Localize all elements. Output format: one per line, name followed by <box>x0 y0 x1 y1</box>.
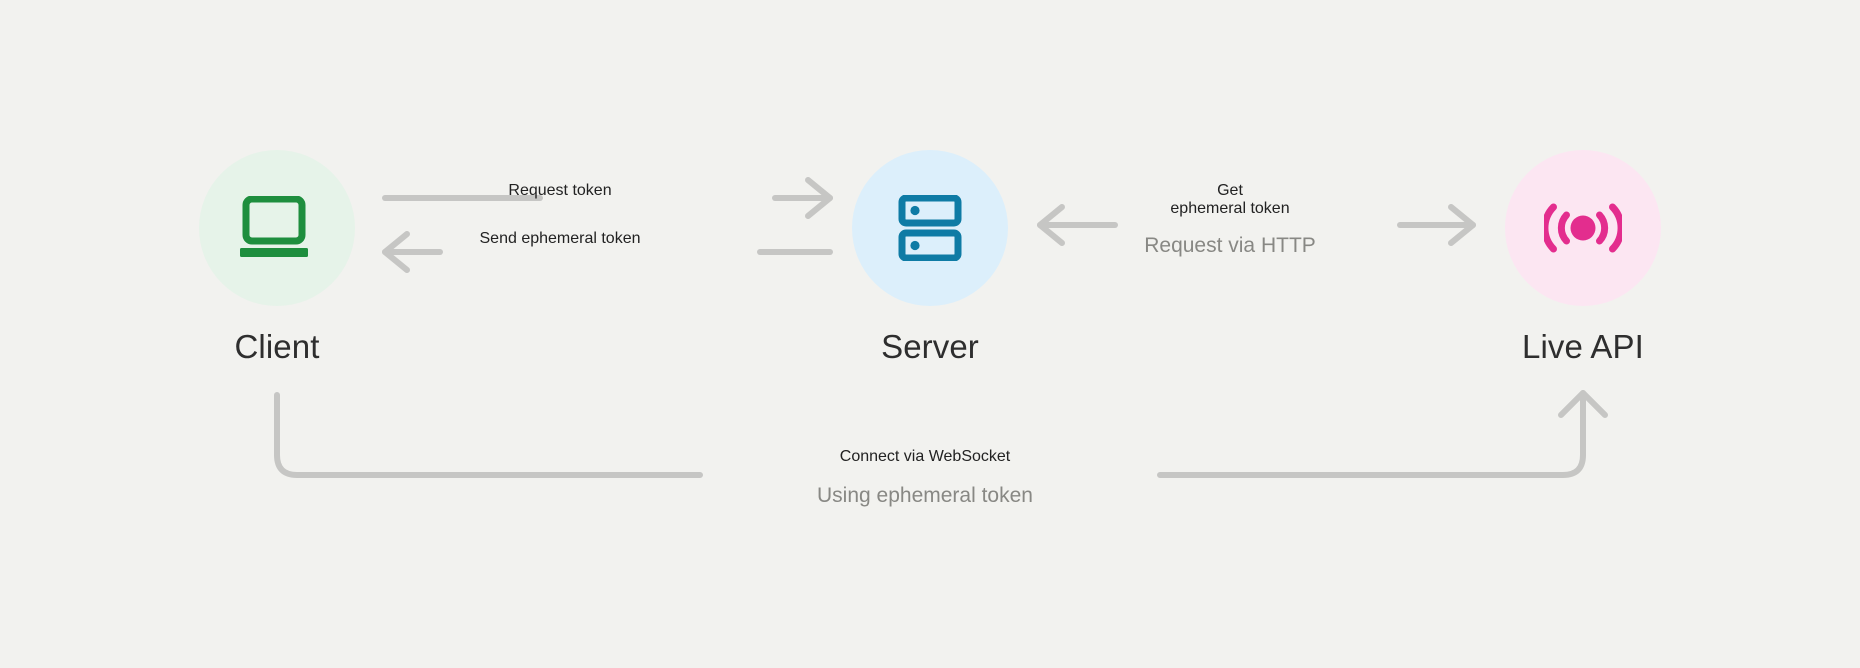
get-token-arrow-left <box>1037 204 1118 246</box>
send-ephemeral-token-text: Send ephemeral token <box>479 230 641 247</box>
broadcast-icon <box>1544 203 1622 253</box>
edge-label-get-ephemeral-token: Get ephemeral token Request via HTTP <box>1080 182 1380 260</box>
get-token-text-line1: Get <box>1217 182 1243 199</box>
get-token-sublabel: Request via HTTP <box>1144 234 1316 257</box>
node-live-api[interactable]: Live API <box>1483 150 1683 366</box>
client-circle <box>199 150 355 306</box>
node-client[interactable]: Client <box>177 150 377 366</box>
connect-websocket-sublabel: Using ephemeral token <box>817 484 1033 507</box>
node-server[interactable]: Server <box>830 150 1030 366</box>
request-token-text: Request token <box>508 182 612 199</box>
websocket-path-left <box>274 392 703 478</box>
server-circle <box>852 150 1008 306</box>
edge-label-send-ephemeral-token: Send ephemeral token <box>370 230 750 248</box>
request-token-arrow-right <box>772 177 833 219</box>
websocket-arrowhead <box>1558 390 1608 418</box>
connect-websocket-text: Connect via WebSocket <box>839 448 1011 465</box>
node-live-api-label: Live API <box>1522 328 1644 365</box>
get-token-arrow-right <box>1397 204 1476 246</box>
get-token-text-line2: ephemeral token <box>1170 200 1290 217</box>
send-ephemeral-token-arrow-left <box>382 231 443 273</box>
node-server-label: Server <box>881 328 979 365</box>
websocket-path-right <box>1157 390 1586 478</box>
laptop-icon <box>240 196 308 257</box>
node-client-label: Client <box>234 328 320 365</box>
live-api-circle <box>1505 150 1661 306</box>
edge-label-connect-websocket: Connect via WebSocket Using ephemeral to… <box>690 448 1160 510</box>
server-icon <box>898 195 962 261</box>
edge-label-request-token: Request token <box>430 182 690 200</box>
